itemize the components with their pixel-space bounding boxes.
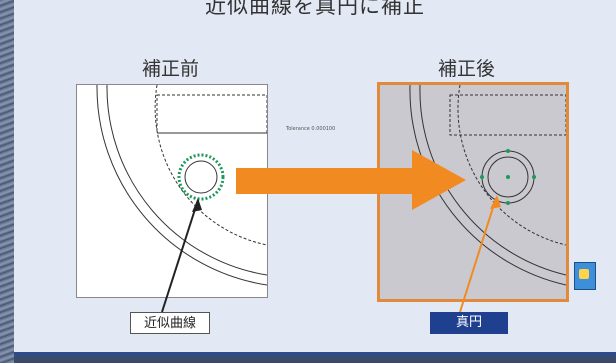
before-drawing [96,84,268,286]
outer-arc-1 [96,84,268,286]
right-pointer-line [459,197,497,313]
quadrant-point-right [532,175,536,179]
hole-inner-circle [184,160,218,194]
big-arrow [236,150,466,210]
inner-arc-dashed [457,84,567,246]
inner-arc-dashed [154,84,268,246]
slide-title: 近似曲線を真円に補正 [205,0,425,18]
outer-arc-2 [106,84,268,276]
left-pointer-head [192,198,202,212]
quadrant-point-top [506,149,510,153]
outer-arc-2 [419,84,567,276]
right-pointer-head [490,195,501,209]
overlay-graphics [161,150,501,313]
tolerance-text: Tolerance 0.000100 [286,126,336,132]
approx-curve-circle [177,153,225,201]
outer-arc-1 [409,84,567,286]
after-label: 補正後 [438,58,496,80]
slide: 近似曲線を真円に補正 補正前 補正後 [14,0,616,356]
quadrant-point-bottom [506,201,510,205]
center-point [506,175,510,179]
before-panel [76,84,268,298]
true-circle-callout: 真円 [430,312,508,334]
approx-curve-callout: 近似曲線 [130,312,210,334]
true-circle-inner [487,156,529,198]
before-label: 補正前 [142,58,200,80]
after-drawing [409,84,567,286]
quadrant-point-left [480,175,484,179]
left-pointer-line [161,199,199,313]
left-frame-edge [0,0,14,363]
app-icon[interactable] [574,262,596,290]
